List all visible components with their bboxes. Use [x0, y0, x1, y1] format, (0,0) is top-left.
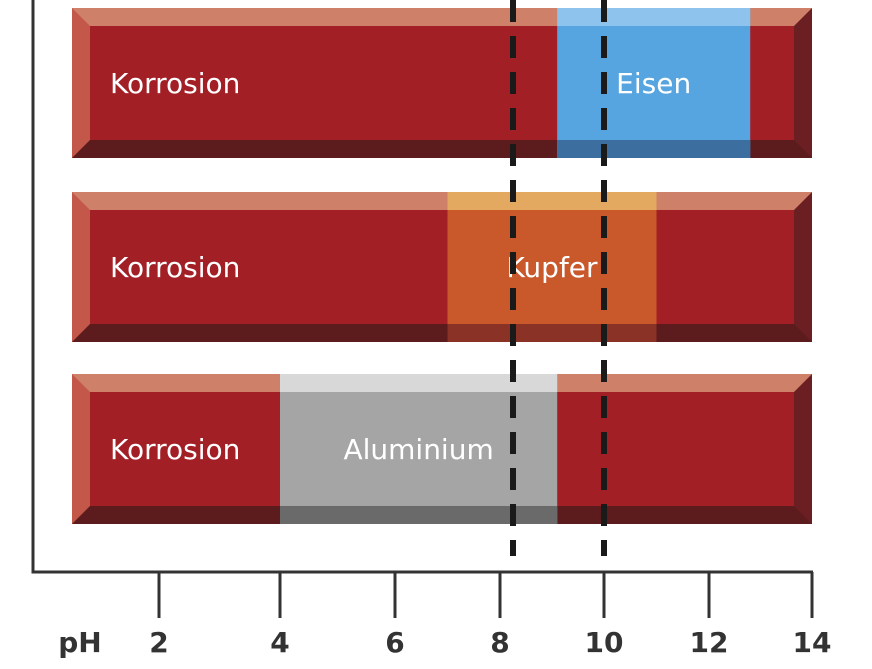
x-tick-label: 8 [490, 626, 509, 659]
bar-top-bevel [72, 192, 812, 210]
passive-top-bevel [447, 192, 657, 210]
corrosion-label: Korrosion [110, 433, 240, 466]
bar-right-bevel [794, 8, 812, 158]
x-tick-label: 12 [690, 626, 729, 659]
passive-top-bevel [280, 374, 558, 392]
x-tick-label: 6 [385, 626, 404, 659]
bar-left-bevel [72, 8, 90, 158]
bar-bottom-bevel [72, 324, 812, 342]
x-tick-label: 2 [149, 626, 168, 659]
metal-label: Kupfer [506, 251, 598, 284]
passive-bottom-bevel [280, 506, 558, 524]
bar-right-bevel [794, 374, 812, 524]
passive-region-eisen [557, 8, 751, 158]
passive-region-kupfer [447, 192, 657, 342]
corrosion-bar [72, 192, 812, 342]
x-axis-label: pH [58, 626, 101, 659]
x-tick-label: 14 [793, 626, 832, 659]
corrosion-label: Korrosion [110, 67, 240, 100]
bar-left-bevel [72, 192, 90, 342]
bar-left-bevel [72, 374, 90, 524]
x-tick-label: 4 [270, 626, 289, 659]
passive-bottom-bevel [447, 324, 657, 342]
bar-right-bevel [794, 192, 812, 342]
x-tick-label: 10 [585, 626, 624, 659]
passive-bottom-bevel [557, 140, 751, 158]
passive-top-bevel [557, 8, 751, 26]
corrosion-label: Korrosion [110, 251, 240, 284]
metal-label: Aluminium [343, 433, 493, 466]
metal-label: Eisen [616, 67, 691, 100]
